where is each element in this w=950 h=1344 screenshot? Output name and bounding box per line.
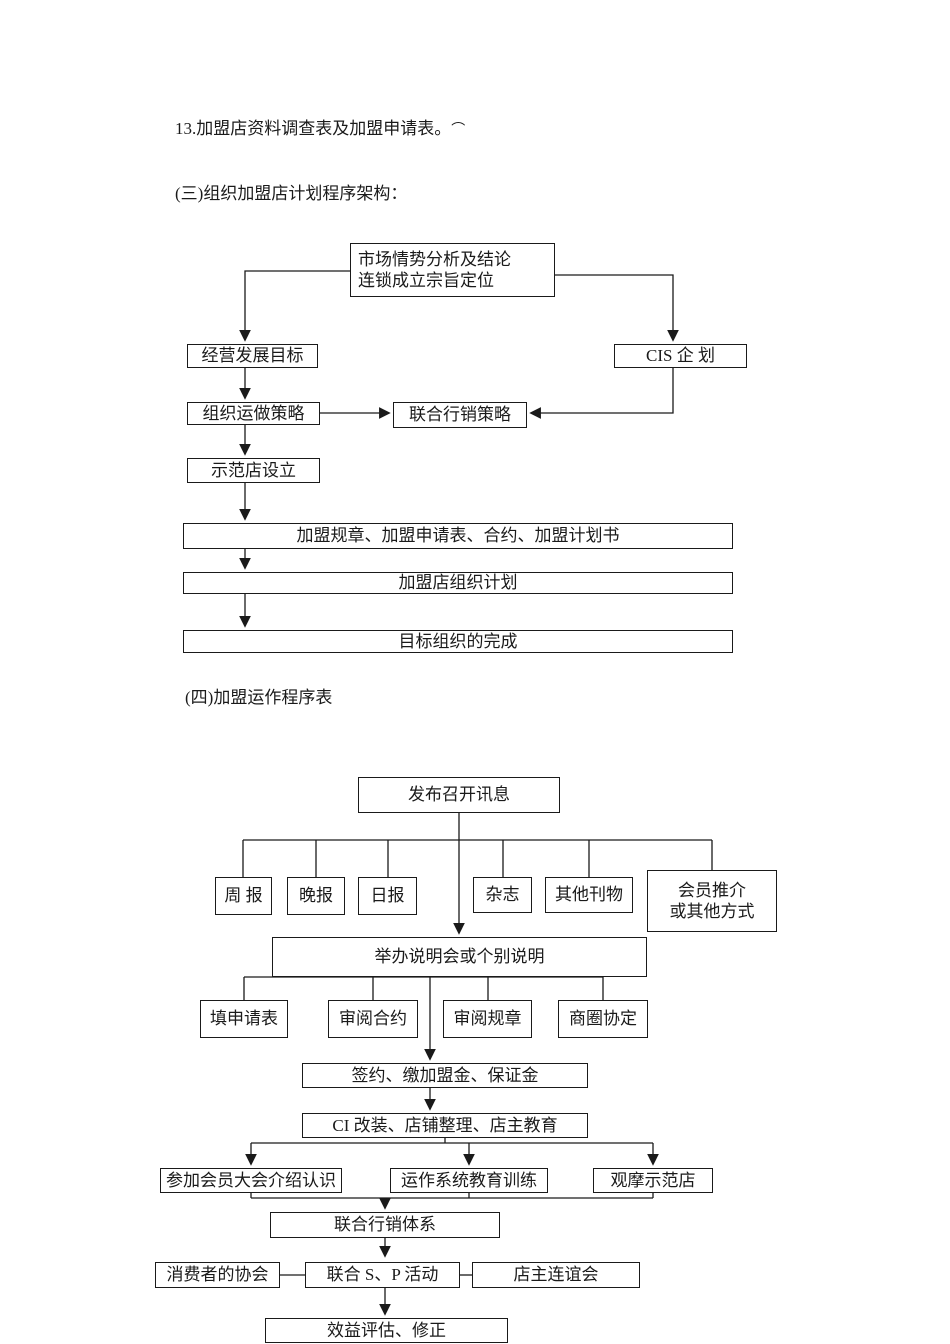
node-sign-contract: 签约、缴加盟金、保证金 bbox=[302, 1063, 588, 1088]
node-cis-planning: CIS 企 划 bbox=[614, 344, 747, 368]
list-item-13: 13.加盟店资料调查表及加盟申请表。⌒ bbox=[175, 114, 465, 139]
node-market-analysis-line1: 市场情势分析及结论 bbox=[358, 249, 511, 269]
node-benefit-evaluation: 效益评估、修正 bbox=[265, 1318, 508, 1343]
node-business-goals: 经营发展目标 bbox=[187, 344, 318, 368]
node-other-publications: 其他刊物 bbox=[545, 877, 633, 913]
section-3-heading: (三)组织加盟店计划程序架构： bbox=[175, 184, 408, 203]
node-member-referral-line2: 或其他方式 bbox=[669, 902, 755, 921]
node-weekly-paper: 周 报 bbox=[215, 877, 272, 915]
node-franchise-documents: 加盟规章、加盟申请表、合约、加盟计划书 bbox=[183, 523, 733, 549]
node-member-referral-line1: 会员推介 bbox=[678, 880, 746, 900]
node-joint-marketing-system: 联合行销体系 bbox=[270, 1212, 500, 1238]
node-evening-paper: 晚报 bbox=[287, 877, 345, 915]
node-seminar: 举办说明会或个别说明 bbox=[272, 937, 647, 977]
node-market-analysis: 市场情势分析及结论 连锁成立宗旨定位 bbox=[350, 243, 555, 297]
node-review-rules: 审阅规章 bbox=[443, 1000, 532, 1038]
node-org-strategy: 组织运做策略 bbox=[187, 402, 320, 425]
node-daily-paper: 日报 bbox=[358, 877, 417, 915]
section-4-heading: (四)加盟运作程序表 bbox=[185, 688, 333, 707]
node-owner-club: 店主连谊会 bbox=[472, 1262, 640, 1288]
node-fill-application: 填申请表 bbox=[200, 1000, 288, 1038]
node-market-analysis-line2: 连锁成立宗旨定位 bbox=[358, 271, 494, 290]
node-sp-activity: 联合 S、P 活动 bbox=[305, 1262, 460, 1288]
node-magazine: 杂志 bbox=[473, 877, 532, 913]
node-target-org-completion: 目标组织的完成 bbox=[183, 630, 733, 653]
node-observe-demo-store: 观摩示范店 bbox=[593, 1168, 713, 1193]
node-announce-info: 发布召开讯息 bbox=[358, 777, 560, 813]
node-member-referral: 会员推介 或其他方式 bbox=[647, 870, 777, 932]
node-franchise-org-plan: 加盟店组织计划 bbox=[183, 572, 733, 594]
node-demo-store: 示范店设立 bbox=[187, 458, 320, 483]
node-ci-renovation: CI 改装、店铺整理、店主教育 bbox=[302, 1113, 588, 1138]
list-item-13-text: 13.加盟店资料调查表及加盟申请表。 bbox=[175, 119, 452, 138]
node-review-contract: 审阅合约 bbox=[328, 1000, 418, 1038]
node-consumer-association: 消费者的协会 bbox=[155, 1262, 280, 1288]
arc-mark: ⌒ bbox=[451, 123, 466, 138]
node-trade-area-agreement: 商圈协定 bbox=[558, 1000, 648, 1038]
node-system-training: 运作系统教育训练 bbox=[390, 1168, 548, 1193]
node-joint-marketing-strategy: 联合行销策略 bbox=[393, 402, 527, 428]
node-member-meeting: 参加会员大会介绍认识 bbox=[160, 1168, 342, 1193]
